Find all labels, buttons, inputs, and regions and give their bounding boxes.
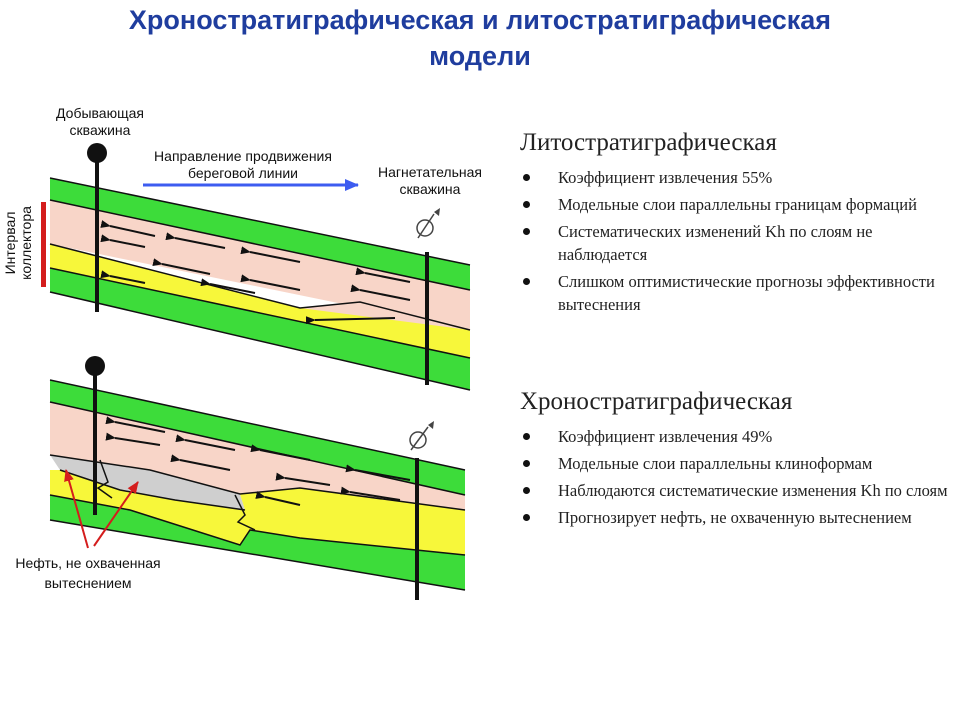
title-line-2: модели <box>429 41 531 71</box>
lithostratigraphic-heading: Литостратиграфическая <box>520 129 777 156</box>
shoreline-label-1: Направление продвижения <box>154 148 332 164</box>
chrono-green-top-layer <box>50 380 465 495</box>
lithostratigraphic-panel: Литостратиграфическая Коэффициент извлеч… <box>520 128 950 320</box>
bullet-icon <box>523 460 530 467</box>
list-item-text: Наблюдаются систематические изменения Kh… <box>558 481 948 500</box>
lith-green-bottom-layer <box>50 268 470 390</box>
bullet-icon <box>523 201 530 208</box>
list-item-text: Модельные слои параллельны клиноформам <box>558 454 873 473</box>
chrono-flow-arrows <box>105 416 411 506</box>
list-item: Модельные слои параллельны клиноформам <box>520 452 950 475</box>
chrono-clinoform-2 <box>59 469 246 511</box>
lith-flow-arrows <box>100 220 411 325</box>
list-item: Систематических изменений Kh по слоям не… <box>520 220 950 266</box>
chrono-clinoform-1 <box>49 454 466 511</box>
lith-boundary-5 <box>49 291 471 391</box>
list-item: Коэффициент извлечения 49% <box>520 425 950 448</box>
bypassed-oil-label-1: Нефть, не охваченная <box>15 555 160 571</box>
bullet-icon <box>523 278 530 285</box>
page-title: Хроностратиграфическая и литостратиграфи… <box>0 2 960 74</box>
injection-well-label-2: скважина <box>400 181 461 197</box>
lith-producing-well-dot <box>87 143 107 163</box>
producing-well-label-2: скважина <box>70 122 131 138</box>
lith-yellow-layer <box>50 244 470 358</box>
bullet-icon <box>523 514 530 521</box>
chrono-sawtooth-2 <box>234 494 256 531</box>
lith-model <box>41 143 471 391</box>
chrono-boundary-3 <box>49 519 466 591</box>
chrono-sawtooth-1 <box>96 459 113 499</box>
chrono-grey-layer <box>50 455 245 510</box>
reservoir-interval-label-2: коллектора <box>18 206 34 280</box>
bypassed-oil-label-2: вытеснением <box>44 575 131 591</box>
chronostratigraphic-heading: Хроностратиграфическая <box>520 388 793 415</box>
diagram-labels: Добывающая скважина Направление продвиже… <box>2 105 482 591</box>
chrono-injection-well-icon <box>409 421 434 451</box>
lith-boundary-4 <box>49 267 471 359</box>
bullet-icon <box>523 487 530 494</box>
bullet-icon <box>523 228 530 235</box>
shoreline-label-2: береговой линии <box>188 165 298 181</box>
list-item-text: Систематических изменений Kh по слоям не… <box>558 222 873 264</box>
chrono-green-bottom-layer <box>50 495 465 590</box>
list-item-text: Слишком оптимистические прогнозы эффекти… <box>558 272 935 314</box>
title-line-1: Хроностратиграфическая и литостратиграфи… <box>128 5 832 35</box>
list-item-text: Коэффициент извлечения 49% <box>558 427 773 446</box>
lith-boundary-3 <box>49 243 471 331</box>
reservoir-interval-bar <box>41 202 46 287</box>
lithostratigraphic-list: Коэффициент извлечения 55% Модельные сло… <box>520 166 950 316</box>
chrono-boundary-1 <box>49 379 466 471</box>
list-item-text: Модельные слои параллельны границам форм… <box>558 195 917 214</box>
bypassed-oil-pointers <box>64 469 139 549</box>
list-item: Коэффициент извлечения 55% <box>520 166 950 189</box>
lith-injection-well-icon <box>416 208 440 239</box>
lith-pink-layer <box>50 200 470 330</box>
producing-well-label-1: Добывающая <box>56 105 144 121</box>
bullet-icon <box>523 433 530 440</box>
chrono-yellow-layer <box>50 470 465 555</box>
list-item-text: Прогнозирует нефть, не охваченную вытесн… <box>558 508 912 527</box>
bullet-icon <box>523 174 530 181</box>
lith-boundary-1 <box>49 177 471 266</box>
list-item: Слишком оптимистические прогнозы эффекти… <box>520 270 950 316</box>
lith-green-top-layer <box>50 178 470 290</box>
chrono-producing-well-dot <box>85 356 105 376</box>
list-item-text: Коэффициент извлечения 55% <box>558 168 773 187</box>
chronostratigraphic-list: Коэффициент извлечения 49% Модельные сло… <box>520 425 950 529</box>
chrono-model <box>49 356 466 600</box>
chrono-clinoform-3 <box>49 494 466 556</box>
lith-boundary-2 <box>49 199 471 291</box>
chronostratigraphic-panel: Хроностратиграфическая Коэффициент извле… <box>520 387 950 533</box>
list-item: Наблюдаются систематические изменения Kh… <box>520 479 950 502</box>
reservoir-interval-label-1: Интервал <box>2 212 18 275</box>
list-item: Прогнозирует нефть, не охваченную вытесн… <box>520 506 950 529</box>
injection-well-label-1: Нагнетательная <box>378 164 482 180</box>
list-item: Модельные слои параллельны границам форм… <box>520 193 950 216</box>
